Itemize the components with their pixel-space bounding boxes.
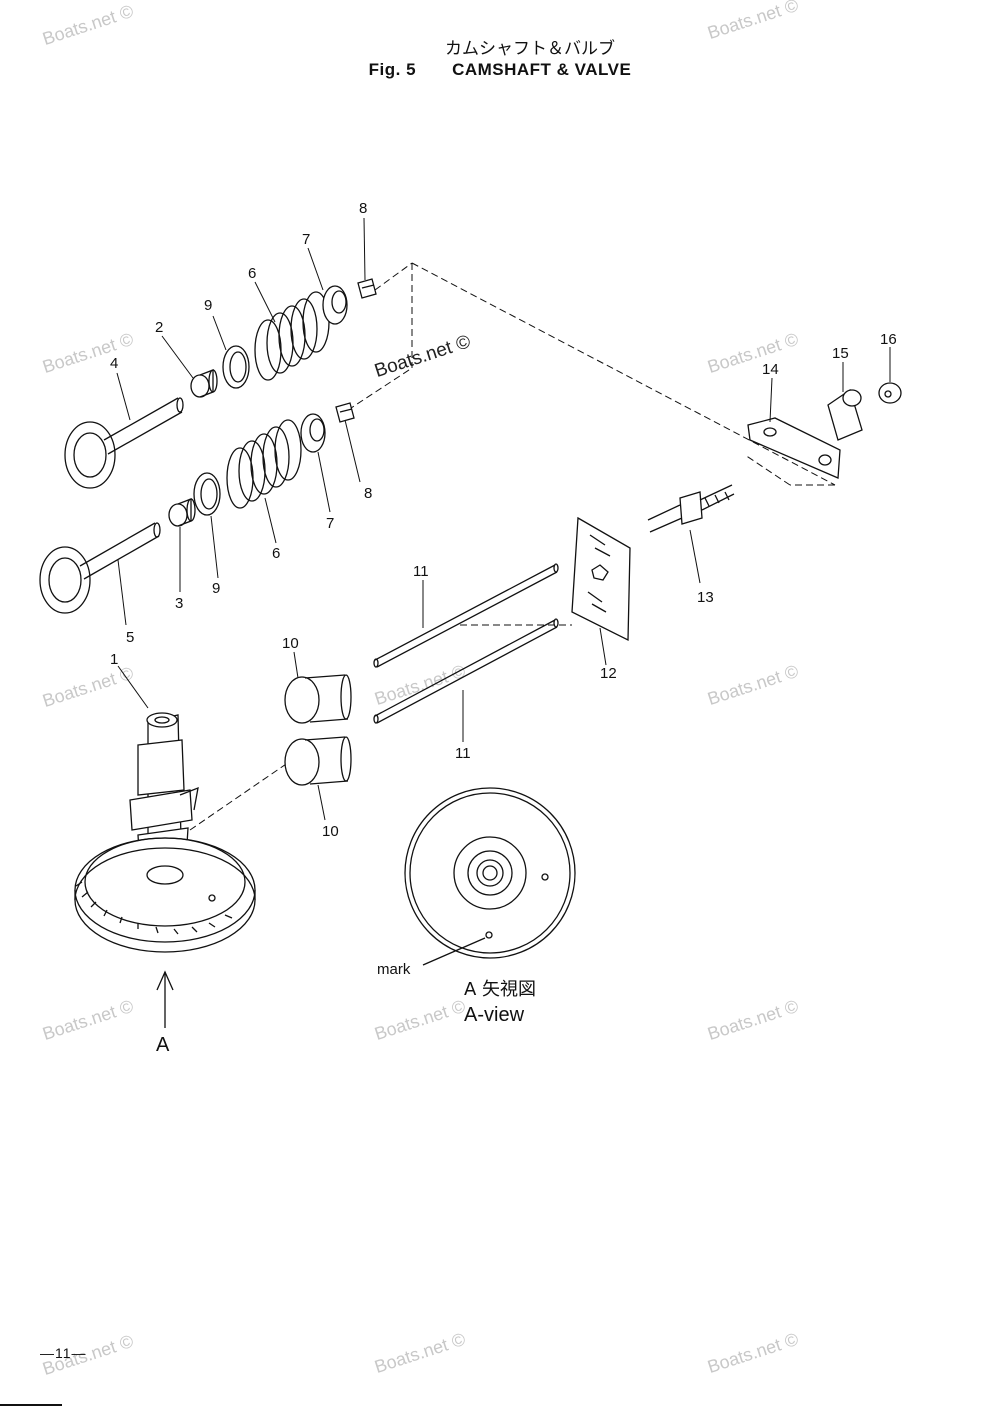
part-15-adjuster [827,388,863,441]
part-13-stud [647,484,735,533]
callout-9-upper: 9 [204,297,212,314]
callout-8-upper: 8 [359,200,367,217]
callout-11-upper: 11 [413,563,429,580]
callout-numbers: 4 2 9 6 7 8 8 7 6 9 3 5 1 10 10 11 11 12… [110,200,897,840]
leader-lines [116,217,891,821]
part-9-washer-lower [193,472,221,516]
part-7-retainer-upper [322,285,348,325]
part-14-rocker-arm [747,417,841,479]
assembly-dash-lines [189,262,836,831]
callout-3: 3 [175,595,183,612]
part-4-valve [64,397,184,489]
part-11-pushrod-upper [373,563,559,668]
part-8-collet-upper [357,278,377,299]
callout-6-lower: 6 [272,545,280,562]
a-view-gear-face [404,787,576,966]
part-11-pushrod-lower [373,618,559,724]
part-6-spring-lower [226,419,302,509]
callout-16: 16 [880,331,897,348]
callout-5: 5 [126,629,134,646]
figure-title: Fig. 5 CAMSHAFT & VALVE [0,60,1000,80]
part-1-camshaft [74,712,256,953]
part-2-stem-seal [190,369,218,398]
view-label-japanese: A 矢視図 [464,979,537,1000]
part-9-washer-upper [222,345,250,389]
part-5-valve [39,522,161,614]
callout-7-lower: 7 [326,515,334,532]
view-arrow-a [156,970,174,1028]
page-number: —11— [40,1345,87,1361]
callout-12: 12 [600,665,617,682]
callout-10-upper: 10 [282,635,299,652]
callout-11-lower: 11 [455,745,471,762]
figure-title-japanese: カムシャフト＆バルブ [445,39,615,59]
figure-title-english: CAMSHAFT & VALVE [452,60,632,79]
callout-2: 2 [155,319,163,336]
part-8-collet-lower [335,402,355,423]
view-arrow-label: A [156,1034,170,1056]
callout-15: 15 [832,345,849,362]
part-16-nut [878,382,902,404]
view-label-english: A-view [464,1004,525,1026]
part-12-gasket [571,516,631,642]
callout-14: 14 [762,361,779,378]
callout-8-lower: 8 [364,485,372,502]
mark-label: mark [377,961,411,978]
callout-13: 13 [697,589,714,606]
part-3-stem-seal [168,498,196,527]
callout-10-lower: 10 [322,823,339,840]
callout-9-lower: 9 [212,580,220,597]
part-7-retainer-lower [300,413,326,453]
bottom-rule [0,1404,62,1406]
part-10-tappet-lower [284,736,352,786]
part-10-tappet-upper [284,674,352,724]
callout-6-upper: 6 [248,265,256,282]
callout-1: 1 [110,651,118,668]
callout-7-upper: 7 [302,231,310,248]
figure-number: Fig. 5 [368,60,417,79]
callout-4: 4 [110,355,118,372]
